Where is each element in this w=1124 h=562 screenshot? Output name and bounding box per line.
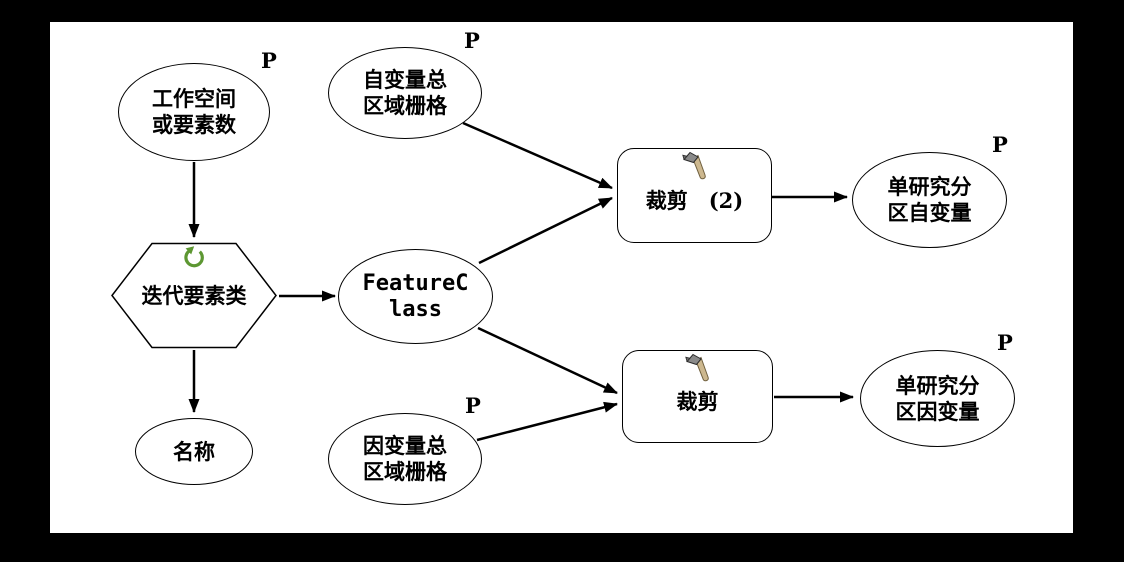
node-name-label: 名称 <box>173 438 215 464</box>
node-out-indep[interactable]: 单研究分 区自变量 <box>852 152 1007 248</box>
node-out-indep-label: 单研究分 区自变量 <box>887 174 972 225</box>
node-featureclass-label: FeatureC lass <box>362 270 469 322</box>
iterate-loop-icon <box>181 245 207 271</box>
param-marker-dep-raster: P <box>465 393 481 418</box>
node-out-dep[interactable]: 单研究分 区因变量 <box>860 350 1015 447</box>
param-marker-out-indep: P <box>992 132 1008 157</box>
node-workspace-label: 工作空间 或要素数 <box>152 86 236 137</box>
node-out-dep-label: 单研究分 区因变量 <box>895 372 980 424</box>
node-tool-clip2[interactable]: 裁剪 (2) <box>617 148 772 243</box>
node-name[interactable]: 名称 <box>135 418 253 485</box>
node-workspace[interactable]: 工作空间 或要素数 <box>118 63 270 161</box>
node-dep-raster-label: 因变量总 区域栅格 <box>363 433 447 484</box>
hexagon-shape <box>111 242 277 349</box>
node-tool-clip[interactable]: 裁剪 <box>622 350 773 443</box>
node-featureclass[interactable]: FeatureC lass <box>338 249 493 344</box>
param-marker-indep-raster: P <box>464 28 480 53</box>
node-indep-raster[interactable]: 自变量总 区域栅格 <box>328 47 482 139</box>
node-iterator[interactable]: 迭代要素类 <box>111 242 277 349</box>
node-tool-clip2-label: 裁剪 (2) <box>645 187 744 213</box>
param-marker-workspace: P <box>261 48 277 73</box>
param-marker-out-dep: P <box>997 330 1013 355</box>
node-iterator-label: 迭代要素类 <box>141 282 247 308</box>
node-indep-raster-label: 自变量总 区域栅格 <box>363 67 447 118</box>
hammer-tool-icon <box>681 151 708 181</box>
hammer-tool-icon <box>684 353 711 383</box>
node-dep-raster[interactable]: 因变量总 区域栅格 <box>328 413 482 505</box>
node-tool-clip-label: 裁剪 <box>676 388 719 414</box>
